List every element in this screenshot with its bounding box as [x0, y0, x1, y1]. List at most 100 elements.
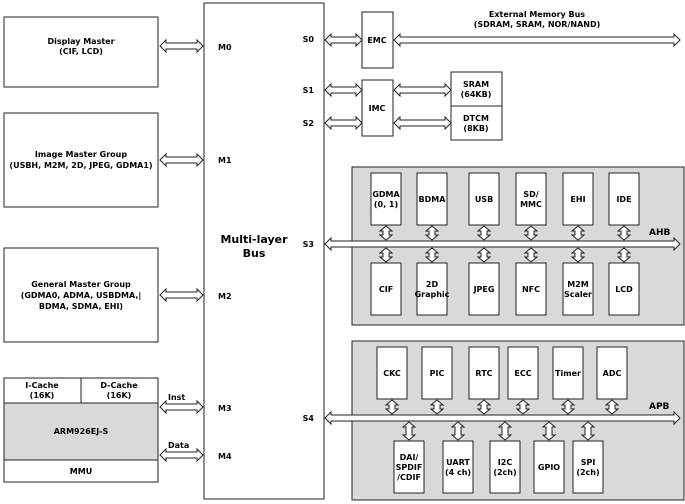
apb-top-pic-label: PIC [430, 369, 445, 378]
ahb-bottom-m2m-scaler-bus-arrow [570, 247, 586, 263]
icache-label: I-Cache [25, 381, 59, 390]
image-master-sub: (USBH, M2M, 2D, JPEG, GDMA1) [9, 161, 152, 170]
port-m3: M3 [218, 404, 232, 413]
ahb-bottom-nfc [515, 262, 547, 316]
ahb-top-ehi-bus-arrow [570, 225, 586, 241]
apb-top-adc-label: ADC [603, 369, 622, 378]
general-master-sub2: BDMA, SDMA, EHI) [39, 302, 123, 311]
dcache-label: D-Cache [100, 381, 138, 390]
apb-bottom-dai-spdif-cdif-label: /CDIF [397, 473, 421, 482]
apb-bottom-dai-spdif-cdif-label: DAI/ [400, 453, 419, 462]
dtcm-block [450, 105, 503, 141]
imc-label: IMC [369, 104, 386, 113]
apb-bottom-i2c-2ch-label: (2ch) [493, 468, 516, 477]
port-s1: S1 [303, 86, 315, 95]
apb-top-ecc-label: ECC [514, 369, 531, 378]
ahb-top-usb-bus-arrow [476, 225, 492, 241]
apb-bottom-spi-2ch [572, 440, 604, 494]
apb-bottom-spi-2ch-label: (2ch) [576, 468, 599, 477]
display-master: Display Master (CIF, LCD) [3, 16, 159, 88]
m4-data-arrow [159, 447, 204, 463]
apb-bottom-uart-4-ch-label: UART [446, 458, 470, 467]
apb-bottom-uart-4-ch-bus-arrow [450, 421, 466, 441]
sram-block [450, 71, 503, 107]
ahb-top-gdma-0-1-label: GDMA [372, 190, 400, 199]
apb-top-timer-bus-arrow [560, 399, 576, 415]
ahb-top-ide [608, 172, 640, 226]
multi-layer-bus: Multi-layer Bus M0 M1 M2 M3 M4 S0 S1 S2 … [203, 2, 325, 500]
ahb-top-bdma [416, 172, 448, 226]
sram-size: (64KB) [461, 90, 492, 99]
apb-bottom-spi-2ch-label: SPI [581, 458, 596, 467]
apb-bottom-uart-4-ch-label: (4 ch) [445, 468, 471, 477]
port-s3: S3 [303, 240, 314, 249]
apb-bottom-gpio [533, 440, 565, 494]
apb-bottom-i2c-2ch-bus-arrow [497, 421, 513, 441]
apb-top-rtc-bus-arrow [476, 399, 492, 415]
dtcm-label: DTCM [463, 114, 489, 123]
ahb-top-usb [468, 172, 500, 226]
dtcm-size: (8KB) [463, 124, 488, 133]
m3-inst-arrow [159, 399, 204, 415]
s0-emc-arrow [324, 32, 363, 48]
apb-bottom-i2c-2ch [489, 440, 521, 494]
apb-top-ecc [507, 346, 539, 400]
ahb-top-bdma-bus-arrow [424, 225, 440, 241]
ahb-bottom-2d-graphic-bus-arrow [424, 247, 440, 263]
general-master-sub1: (GDMA0, ADMA, USBDMA,| [21, 291, 142, 300]
ahb-top-sd-mmc [515, 172, 547, 226]
apb-top-timer-label: Timer [555, 369, 581, 378]
apb-top-ckc [376, 346, 408, 400]
memory-subsystem: EMC External Memory Bus (SDRAM, SRAM, NO… [324, 10, 681, 141]
apb-bottom-uart-4-ch [442, 440, 474, 494]
ahb-bottom-m2m-scaler-label: M2M [567, 280, 589, 289]
image-master-title: Image Master Group [35, 150, 127, 159]
port-m0: M0 [218, 43, 232, 52]
ahb-bottom-cif-bus-arrow [378, 247, 394, 263]
apb-label: APB [649, 402, 670, 412]
ahb-bottom-lcd [608, 262, 640, 316]
apb-bottom-dai-spdif-cdif-bus-arrow [401, 421, 417, 441]
emc-label: EMC [367, 36, 386, 45]
ahb-top-sd-mmc-bus-arrow [523, 225, 539, 241]
ahb-top-gdma-0-1-bus-arrow [378, 225, 394, 241]
ahb-bottom-jpeg-bus-arrow [476, 247, 492, 263]
apb-top-adc [596, 346, 628, 400]
s1-imc-arrow [324, 82, 363, 98]
apb-top-ckc-bus-arrow [384, 399, 400, 415]
ahb-bottom-m2m-scaler-label: Scaler [564, 290, 592, 299]
ahb-bottom-jpeg-label: JPEG [473, 285, 495, 294]
ahb-bottom-jpeg [468, 262, 500, 316]
imc-dtcm-arrow [393, 115, 452, 131]
ahb-top-gdma-0-1 [370, 172, 402, 226]
general-master-group: General Master Group (GDMA0, ADMA, USBDM… [3, 247, 159, 343]
port-m4: M4 [218, 452, 232, 461]
port-s0: S0 [303, 35, 315, 44]
ahb-top-ehi [562, 172, 594, 226]
bus-title-line2: Bus [243, 247, 266, 260]
imc-block [361, 79, 394, 137]
ahb-top-bdma-label: BDMA [419, 195, 447, 204]
apb-bottom-i2c-2ch-label: I2C [498, 458, 513, 467]
display-master-sub: (CIF, LCD) [59, 47, 103, 56]
ahb-bottom-nfc-label: NFC [522, 285, 540, 294]
emc-block [361, 11, 394, 69]
inst-label: Inst [168, 393, 185, 402]
imc-sram-arrow [393, 82, 452, 98]
display-master-title: Display Master [47, 37, 114, 46]
ahb-bottom-lcd-label: LCD [615, 285, 633, 294]
ahb-bottom-2d-graphic-label: Graphic [415, 290, 450, 299]
apb-bus-arrow [324, 410, 681, 426]
ahb-bottom-2d-graphic [416, 262, 448, 316]
apb-bottom-dai-spdif-cdif [393, 440, 425, 494]
arm-cpu-block: I-Cache (16K) D-Cache (16K) ARM926EJ-S M… [3, 377, 159, 483]
ahb-top-usb-label: USB [475, 195, 493, 204]
apb-top-ecc-bus-arrow [515, 399, 531, 415]
bus-title-line1: Multi-layer [220, 233, 288, 246]
